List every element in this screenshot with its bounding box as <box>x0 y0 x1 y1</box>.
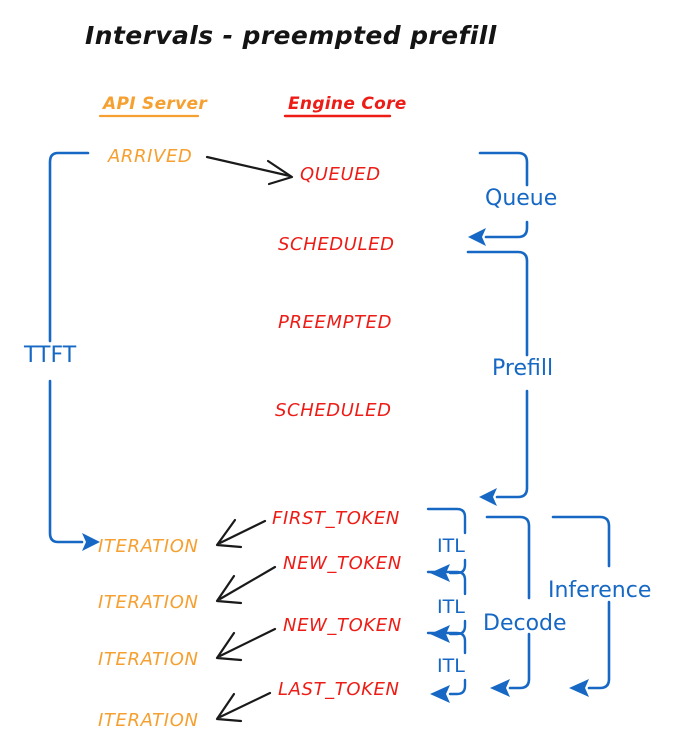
api-event-arrived: ARRIVED <box>107 146 192 167</box>
metric-label-itl-2: ITL <box>437 596 465 618</box>
arrow-last-token-to-iteration <box>215 691 272 723</box>
column-header-engine-core: Engine Core <box>288 94 407 114</box>
page-title: Intervals - preempted prefill <box>85 21 497 50</box>
engine-event-scheduled-2: SCHEDULED <box>275 400 392 421</box>
engine-event-preempted: PREEMPTED <box>278 312 392 333</box>
metric-label-inference: Inference <box>548 578 651 603</box>
api-event-iteration-2: ITERATION <box>98 592 199 613</box>
engine-event-first-token: FIRST_TOKEN <box>272 508 400 529</box>
metric-label-queue: Queue <box>485 186 557 211</box>
arrow-arrived-to-queued <box>205 155 294 186</box>
engine-event-last-token: LAST_TOKEN <box>278 679 400 700</box>
arrow-new-token-2-to-iteration <box>215 627 277 662</box>
metric-label-ttft: TTFT <box>23 343 77 368</box>
bracket-prefill <box>466 250 529 506</box>
bracket-itl-3 <box>426 631 467 703</box>
column-header-api-server: API Server <box>101 94 208 114</box>
bracket-queue <box>468 151 529 246</box>
arrow-new-token-1-to-iteration <box>215 565 277 605</box>
metric-label-prefill: Prefill <box>492 356 553 381</box>
bracket-inference <box>551 515 611 697</box>
api-event-iteration-4: ITERATION <box>98 710 199 731</box>
bracket-decode <box>485 515 531 697</box>
engine-event-new-token-1: NEW_TOKEN <box>283 553 402 574</box>
engine-event-scheduled-1: SCHEDULED <box>278 234 395 255</box>
metric-label-decode: Decode <box>483 611 567 636</box>
metric-label-itl-1: ITL <box>437 535 465 557</box>
arrow-first-token-to-iteration <box>215 518 267 549</box>
api-event-iteration-3: ITERATION <box>98 649 199 670</box>
api-event-iteration-1: ITERATION <box>98 536 199 557</box>
engine-event-new-token-2: NEW_TOKEN <box>283 615 402 636</box>
engine-event-queued: QUEUED <box>300 164 381 185</box>
bracket-ttft <box>48 151 100 551</box>
metric-label-itl-3: ITL <box>437 655 465 677</box>
